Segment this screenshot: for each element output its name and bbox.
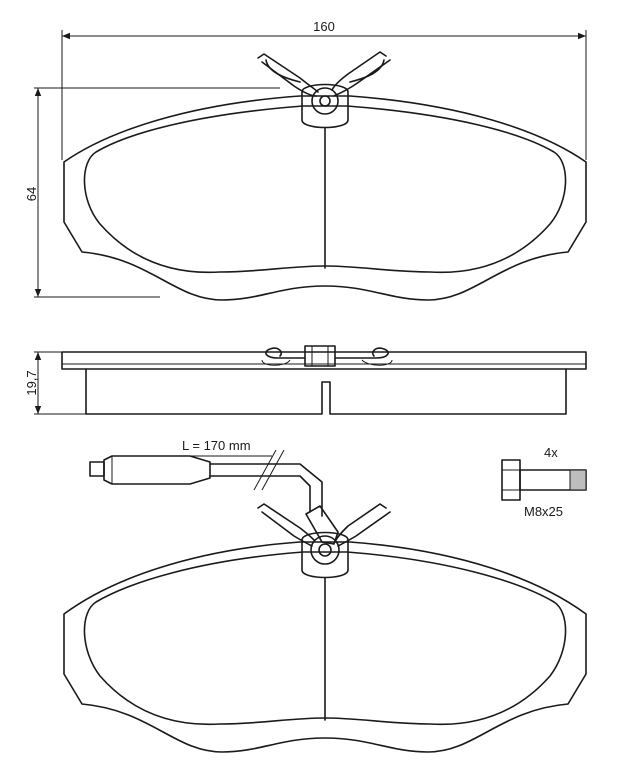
height-dimension: 64: [24, 87, 280, 298]
wear-sensor-connector-tip: [89, 461, 105, 477]
side-view-spring-left: [265, 347, 306, 359]
width-dimension: 160: [61, 19, 587, 160]
bolt-thread: [569, 469, 587, 491]
mounting-bolt: 4x M8x25: [501, 445, 587, 519]
thickness-dimension-label: 19,7: [24, 370, 39, 395]
bottom-pad-rivet: [310, 535, 340, 565]
side-view-spring-right: [334, 347, 389, 359]
bottom-brake-pad: [63, 503, 587, 753]
top-pad-retaining-spring-left-outer: [261, 61, 317, 97]
side-view-clip: [304, 345, 336, 367]
top-pad-retaining-spring-left: [257, 53, 319, 93]
bolt-head: [501, 459, 521, 501]
top-pad-retaining-spring-right: [331, 51, 387, 91]
wear-sensor: L = 170 mm: [89, 438, 323, 517]
wear-sensor-break-mark-2: [261, 449, 285, 491]
sensor-length-label: L = 170 mm: [182, 438, 251, 453]
bottom-pad-spring-boss: [301, 531, 349, 579]
width-dimension-label: 160: [313, 19, 335, 34]
top-pad-rivet: [311, 87, 339, 115]
top-pad-backing-plate: [63, 95, 587, 301]
bottom-pad-retaining-spring-left: [257, 503, 315, 547]
top-pad-rivet-hole: [319, 95, 331, 107]
wear-sensor-cable: [209, 463, 323, 517]
top-pad-spring-wire: [265, 59, 385, 83]
wear-sensor-break-mark-1: [253, 449, 277, 491]
bottom-pad-retaining-spring-right: [335, 503, 391, 547]
side-view-friction-lining: [85, 368, 567, 415]
top-pad-spring-boss: [301, 83, 349, 129]
bolt-quantity-label: 4x: [544, 445, 558, 460]
top-brake-pad: [63, 51, 587, 301]
wear-sensor-connector-body: [103, 455, 211, 485]
side-view-backing-plate: [61, 351, 587, 370]
bottom-pad-rivet-hole: [318, 543, 332, 557]
side-view-pad: [61, 345, 587, 415]
top-pad-retaining-spring-right-outer: [333, 59, 391, 97]
height-dimension-label: 64: [24, 187, 39, 201]
bolt-size-label: M8x25: [524, 504, 563, 519]
bottom-pad-backing-plate: [63, 541, 587, 753]
thickness-dimension: 19,7: [24, 351, 86, 415]
bottom-pad-sensor-clip: [305, 505, 339, 545]
